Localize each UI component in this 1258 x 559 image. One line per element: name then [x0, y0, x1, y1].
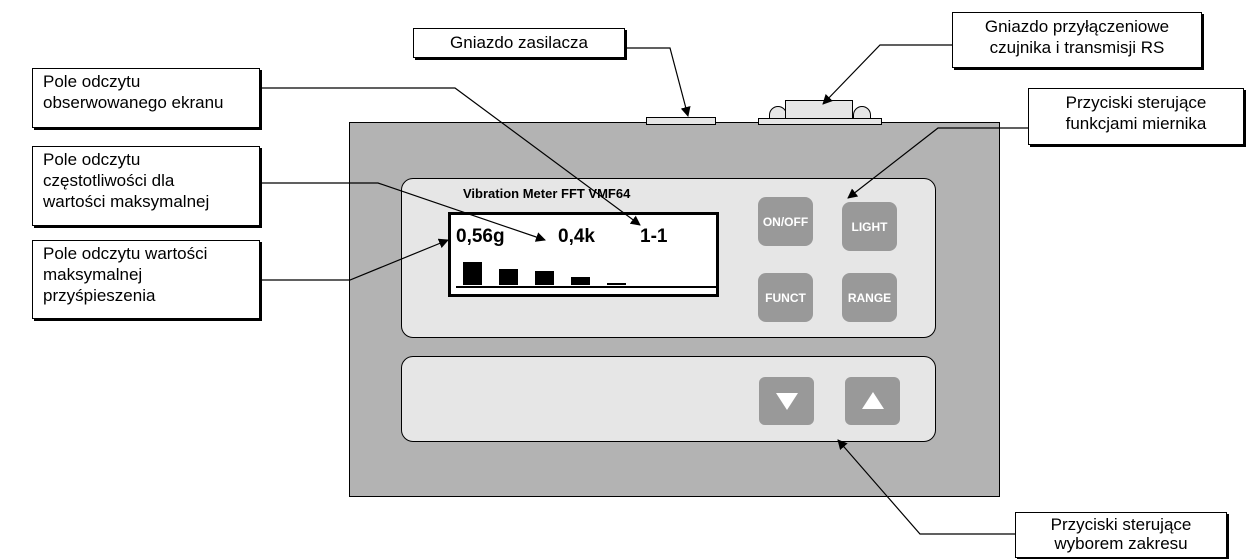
power-socket: [646, 117, 716, 125]
leader-power-socket: [625, 47, 691, 117]
callout-freq-field: Pole odczytu częstotliwości dla wartości…: [32, 146, 260, 226]
frequency-readout: 0,4k: [558, 226, 595, 247]
range-up-button[interactable]: [845, 377, 900, 425]
spectrum-bar: [535, 271, 554, 285]
leader-max-value-field: [260, 238, 449, 281]
funct-button[interactable]: FUNCT: [758, 273, 813, 322]
callout-power-socket: Gniazdo zasilacza: [413, 28, 625, 58]
callout-range-buttons: Przyciski sterujące wyborem zakresu: [1015, 512, 1227, 558]
on-off-button[interactable]: ON/OFF: [758, 197, 813, 246]
callout-function-buttons: Przyciski sterujące funkcjami miernika: [1028, 88, 1244, 145]
callout-screen-field: Pole odczytu obserwowanego ekranu: [32, 68, 260, 128]
callout-sensor-socket: Gniazdo przyłączeniowe czujnika i transm…: [952, 12, 1202, 68]
leader-screen-field: [260, 87, 641, 226]
spectrum-bar: [571, 277, 590, 285]
leader-range-buttons: [837, 439, 1015, 535]
range-down-button[interactable]: [759, 377, 814, 425]
range-button[interactable]: RANGE: [842, 273, 897, 322]
screen-readout: 1-1: [640, 226, 668, 247]
spectrum-baseline: [456, 286, 716, 288]
spectrum-bar: [607, 283, 626, 285]
light-button[interactable]: LIGHT: [842, 202, 897, 251]
spectrum-bar: [499, 269, 518, 285]
callout-max-value-field: Pole odczytu wartości maksymalnej przyśp…: [32, 240, 260, 319]
acceleration-readout: 0,56g: [456, 226, 505, 247]
leader-freq-field: [260, 182, 546, 242]
device-title: Vibration Meter FFT VMF64: [463, 186, 631, 201]
down-arrow-icon: [775, 393, 798, 410]
spectrum-bar: [463, 262, 482, 285]
sensor-socket-base: [758, 118, 882, 125]
leader-function-buttons: [847, 127, 1028, 199]
leader-sensor-socket: [822, 44, 952, 105]
up-arrow-icon: [861, 392, 884, 409]
